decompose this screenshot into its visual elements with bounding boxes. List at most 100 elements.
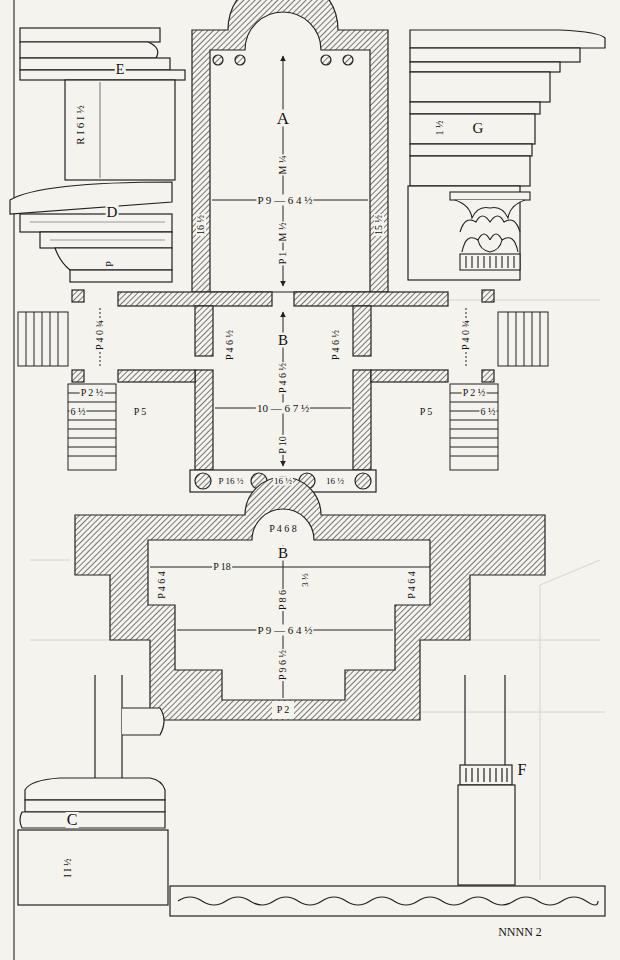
dimension-label: 1 ½	[435, 120, 445, 137]
cornice-profile	[410, 114, 535, 144]
entablature-profile	[70, 270, 172, 282]
plan-letter: D	[106, 205, 119, 220]
temple-plan-upper	[321, 55, 331, 65]
entablature-profile	[10, 182, 172, 214]
ground-band	[170, 886, 605, 916]
dimension-label: I I ½	[63, 857, 73, 878]
entablature-profile	[65, 80, 175, 180]
dimension-label: 10 — 6 7 ½	[256, 403, 310, 414]
dimension-label: 15 ½	[374, 214, 384, 236]
dimension-label: P 9 6 ½	[278, 649, 288, 681]
column-base-profile	[122, 708, 164, 735]
dimension-label: P 4 0 ¾	[461, 319, 471, 351]
temple-plan-upper	[118, 370, 195, 382]
entablature-profile	[10, 28, 185, 282]
plan-letter: A	[276, 110, 290, 127]
column-base-profile	[20, 812, 165, 828]
entablature-profile	[50, 239, 165, 240]
show-through-lines	[440, 300, 600, 301]
temple-plan-upper	[482, 370, 494, 382]
plan-letter: B	[277, 333, 289, 348]
dimension-label: P 9 — 6 4 ½	[256, 625, 313, 636]
show-through-lines	[400, 712, 605, 713]
plan-letter: E	[115, 63, 126, 77]
corinthian-capital	[450, 192, 530, 200]
entablature-profile	[20, 42, 158, 58]
pedestal-profile	[458, 675, 515, 885]
stairs	[450, 384, 498, 470]
dimension-lines	[100, 56, 466, 698]
page-border	[13, 0, 14, 960]
dimension-label: P 4 0 ¾	[95, 319, 105, 351]
pedestal-profile	[458, 785, 515, 885]
temple-plan-upper	[294, 292, 448, 306]
dimension-label: P 4 6 ½	[331, 329, 341, 361]
temple-plan-upper	[213, 55, 223, 65]
dimension-lines	[150, 567, 430, 568]
column-base-profile	[18, 675, 168, 905]
column-base-profile	[94, 675, 95, 778]
cornice-profile	[410, 48, 580, 62]
dimension-label: 16 ½	[196, 214, 206, 236]
dimension-label: P 4 6 ½	[278, 362, 288, 394]
entablature-profile	[20, 58, 170, 70]
entablature-profile	[99, 82, 100, 178]
plan-letter: F	[517, 762, 528, 778]
dimension-label: NNNN 2	[497, 926, 543, 938]
temple-plan-upper	[353, 306, 371, 356]
temple-plan-lower	[75, 477, 545, 720]
stairs	[18, 312, 548, 470]
dimension-label: M ½	[278, 222, 288, 243]
temple-plan-upper	[195, 306, 213, 356]
pedestal-profile	[504, 675, 505, 765]
temple-plan-upper	[482, 290, 494, 302]
column-base-profile	[18, 830, 168, 905]
dimension-label: M ¼	[278, 155, 288, 176]
stairs	[18, 312, 68, 366]
stairs	[26, 312, 58, 366]
temple-plan-lower	[272, 701, 294, 719]
ground-band	[178, 897, 598, 905]
corinthian-capital	[462, 234, 518, 252]
dimension-label: P 4 6 4	[157, 570, 167, 600]
corinthian-capital	[460, 254, 520, 270]
dimension-label: 16 ½	[325, 477, 345, 486]
ground-band	[170, 886, 605, 916]
show-through-lines	[540, 560, 600, 585]
dimension-label: P	[105, 260, 115, 268]
dimension-label: 6 ½	[70, 407, 87, 417]
temple-plan-upper	[235, 55, 245, 65]
cornice-profile	[408, 30, 605, 280]
temple-plan-upper	[343, 55, 353, 65]
pedestal-profile	[460, 765, 512, 785]
dimension-label: 6 ½	[480, 407, 497, 417]
dimension-label: P 16 ½	[218, 477, 245, 486]
stairs	[68, 384, 116, 470]
temple-plan-upper	[353, 370, 371, 470]
dimension-label: P 18	[212, 562, 232, 572]
entablature-profile	[20, 70, 185, 80]
cornice-profile	[410, 72, 550, 102]
stairs	[68, 393, 116, 456]
show-through-lines	[30, 560, 70, 561]
temple-plan-upper	[192, 0, 388, 292]
corinthian-capital	[466, 256, 514, 268]
dimension-label: P 2	[276, 705, 291, 715]
entablature-profile	[30, 221, 165, 222]
cornice-profile	[410, 62, 560, 72]
stairs	[450, 393, 498, 456]
entablature-profile	[20, 214, 172, 232]
stairs	[498, 312, 548, 366]
dimension-label: P 1	[278, 251, 288, 266]
show-through-lines	[540, 585, 541, 880]
dimension-label: P 2 ½	[462, 388, 487, 398]
temple-plan-upper	[195, 473, 211, 489]
temple-plan-upper	[371, 370, 448, 382]
page-border	[13, 0, 14, 960]
cornice-profile	[410, 30, 605, 48]
dimension-label: P 4 6 8	[268, 524, 298, 534]
temple-plan-upper	[355, 473, 371, 489]
